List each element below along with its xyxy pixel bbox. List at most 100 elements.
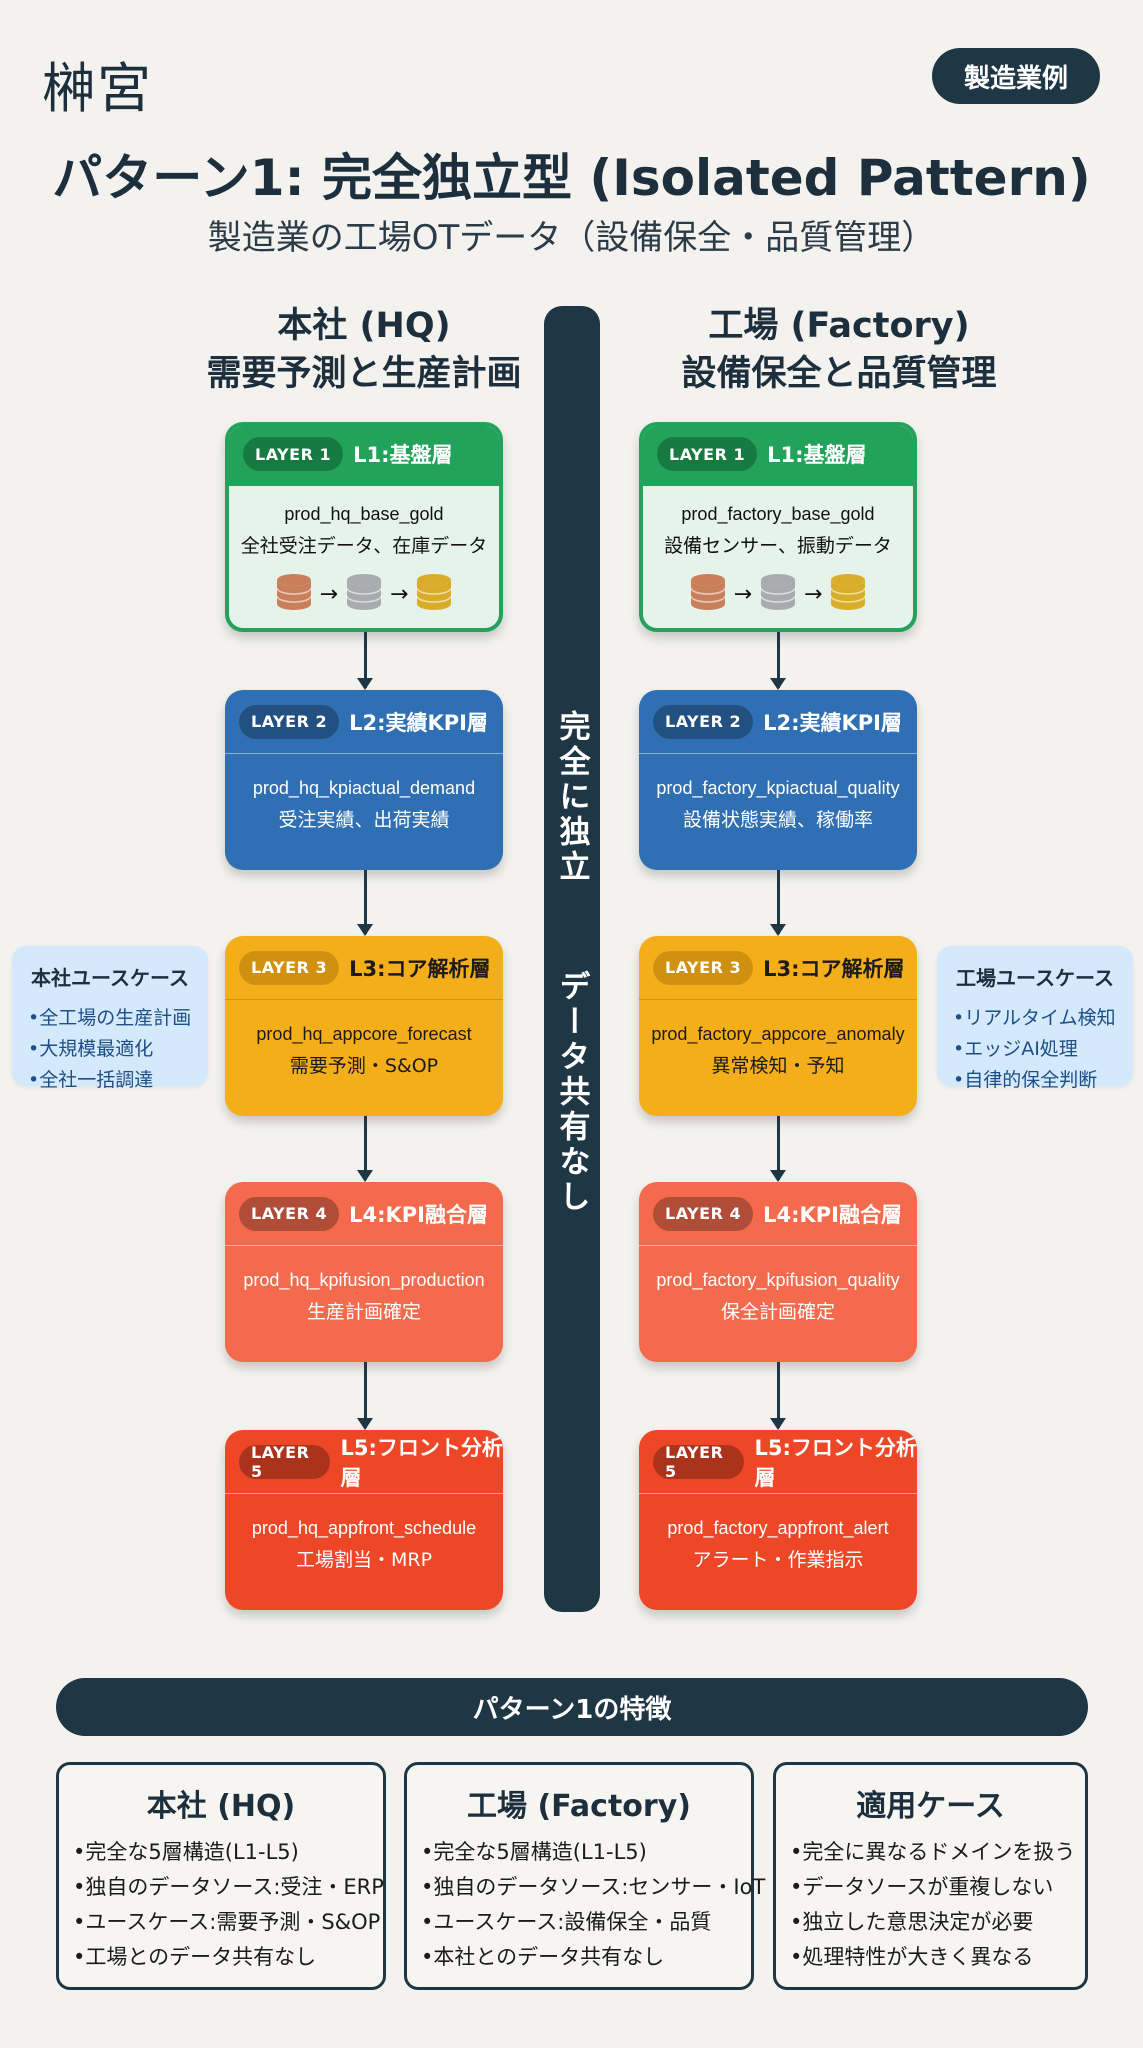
bronze-database-icon bbox=[689, 573, 726, 611]
layer-table-name: prod_factory_appcore_anomaly bbox=[651, 1024, 905, 1044]
layer-pill: LAYER 4 bbox=[239, 1196, 340, 1231]
divider-text-independent: 完全に独立 bbox=[553, 710, 590, 885]
layer-pill: LAYER 5 bbox=[239, 1443, 331, 1481]
card-title: 適用ケース bbox=[856, 1789, 1005, 1824]
layer-table-name: prod_factory_appfront_alert bbox=[667, 1518, 889, 1538]
card-item: •独自のデータソース:受注・ERP bbox=[73, 1875, 384, 1899]
left-heading-line2: 需要予測と生産計画 bbox=[206, 354, 522, 394]
layer-description: 保全計画確定 bbox=[720, 1301, 835, 1323]
card-title: 工場 (Factory) bbox=[467, 1789, 691, 1824]
layer-table-name: prod_hq_appcore_forecast bbox=[256, 1024, 472, 1044]
layer-name: L3:コア解析層 bbox=[763, 956, 905, 981]
layer-description: 需要予測・S&OP bbox=[289, 1055, 439, 1077]
page-subtitle: 製造業の工場OTデータ（設備保全・品質管理） bbox=[207, 218, 936, 258]
layer-name: L5:フロント分析層 bbox=[754, 1435, 917, 1490]
layer-pill: LAYER 2 bbox=[653, 704, 754, 739]
layer-description: 生産計画確定 bbox=[306, 1301, 421, 1323]
layer-name: L4:KPI融合層 bbox=[763, 1202, 902, 1227]
layer-name: L3:コア解析層 bbox=[349, 956, 491, 981]
usecase-title: 工場ユースケース bbox=[956, 966, 1114, 990]
layer-pill: LAYER 3 bbox=[239, 950, 340, 985]
silver-database-icon bbox=[346, 573, 382, 611]
left-connector-4-5 bbox=[357, 1362, 373, 1430]
layer-pill: LAYER 5 bbox=[653, 1443, 745, 1481]
card-item: •処理特性が大きく異なる bbox=[790, 1945, 1034, 1969]
right-connector-3-4 bbox=[770, 1116, 786, 1182]
arrow-right-icon: → bbox=[390, 581, 409, 607]
layer-pill: LAYER 2 bbox=[239, 704, 340, 739]
gold-database-icon bbox=[416, 573, 453, 611]
right-layer-1: LAYER 1 L1:基盤層 prod_factory_base_gold 設備… bbox=[639, 422, 917, 632]
layer-table-name: prod_hq_base_gold bbox=[284, 504, 444, 524]
left-column-heading: 本社 (HQ) 需要予測と生産計画 bbox=[144, 302, 584, 398]
layer-name: L1:基盤層 bbox=[353, 443, 453, 467]
right-connector-1-2 bbox=[770, 632, 786, 690]
hq-usecase-box: 本社ユースケース •全工場の生産計画 •大規模最適化 •全社一括調達 bbox=[12, 946, 208, 1091]
layer-table-name: prod_hq_kpifusion_production bbox=[243, 1270, 485, 1290]
layer-description: 設備センサー、振動データ bbox=[664, 535, 892, 557]
card-item: •完全に異なるドメインを扱う bbox=[790, 1840, 1076, 1864]
brand-logo-text: 榊宮 bbox=[42, 57, 152, 120]
usecase-item: •エッジAI処理 bbox=[953, 1038, 1078, 1060]
industry-tag: 製造業例 bbox=[932, 48, 1100, 104]
feature-card-factory: 工場 (Factory) •完全な5層構造(L1-L5) •独自のデータソース:… bbox=[404, 1762, 766, 1990]
page-title: パターン1: 完全独立型 (Isolated Pattern) bbox=[52, 149, 1091, 207]
right-column-heading: 工場 (Factory) 設備保全と品質管理 bbox=[619, 302, 1059, 398]
right-connector-4-5 bbox=[770, 1362, 786, 1430]
factory-usecase-box: 工場ユースケース •リアルタイム検知 •エッジAI処理 •自律的保全判断 bbox=[937, 946, 1133, 1091]
card-item: •ユースケース:設備保全・品質 bbox=[421, 1910, 712, 1934]
usecase-item: •全工場の生産計画 bbox=[28, 1007, 192, 1029]
layer-description: 工場割当・MRP bbox=[295, 1549, 433, 1571]
usecase-item: •全社一括調達 bbox=[28, 1069, 154, 1091]
right-layer-2: LAYER 2 L2:実績KPI層 prod_factory_kpiactual_… bbox=[639, 690, 917, 870]
arrow-right-icon: → bbox=[733, 581, 752, 607]
layer-name: L2:実績KPI層 bbox=[349, 710, 488, 735]
card-item: •独立した意思決定が必要 bbox=[790, 1910, 1034, 1934]
divider-text-no-sharing: データ共有なし bbox=[553, 970, 590, 1215]
layer-pill: LAYER 1 bbox=[657, 437, 758, 471]
card-item: •工場とのデータ共有なし bbox=[73, 1945, 317, 1969]
layer-name: L4:KPI融合層 bbox=[349, 1202, 488, 1227]
right-layer-3: LAYER 3 L3:コア解析層 prod_factory_appcore_ano… bbox=[639, 936, 917, 1116]
layer-description: 異常検知・予知 bbox=[711, 1055, 845, 1077]
layer-table-name: prod_hq_appfront_schedule bbox=[251, 1518, 477, 1538]
right-heading-line1: 工場 (Factory) bbox=[708, 306, 970, 346]
layer-pill: LAYER 4 bbox=[653, 1196, 754, 1231]
arrow-right-icon: → bbox=[804, 581, 823, 607]
layer-table-name: prod_hq_kpiactual_demand bbox=[252, 778, 476, 798]
layer-description: 全社受注データ、在庫データ bbox=[240, 535, 488, 557]
layer-table-name: prod_factory_kpiactual_quality bbox=[656, 778, 900, 798]
left-heading-line1: 本社 (HQ) bbox=[277, 306, 451, 346]
arrow-right-icon: → bbox=[319, 581, 338, 607]
medallion-flow: → → bbox=[643, 572, 913, 616]
left-connector-3-4 bbox=[357, 1116, 373, 1182]
layer-name: L5:フロント分析層 bbox=[340, 1435, 503, 1490]
left-layer-3: LAYER 3 L3:コア解析層 prod_hq_appcore_forecast… bbox=[225, 936, 503, 1116]
left-layer-4: LAYER 4 L4:KPI融合層 prod_hq_kpifusion_produ… bbox=[225, 1182, 503, 1362]
usecase-item: •リアルタイム検知 bbox=[953, 1007, 1116, 1029]
layer-description: 受注実績、出荷実績 bbox=[278, 809, 450, 831]
feature-card-applicable-cases: 適用ケース •完全に異なるドメインを扱う •データソースが重複しない •独立した… bbox=[773, 1762, 1088, 1990]
gold-database-icon bbox=[830, 573, 867, 611]
center-divider bbox=[544, 306, 600, 1612]
layer-description: アラート・作業指示 bbox=[692, 1549, 864, 1571]
usecase-title: 本社ユースケース bbox=[31, 966, 189, 990]
left-connector-1-2 bbox=[357, 632, 373, 690]
card-item: •データソースが重複しない bbox=[790, 1875, 1054, 1899]
card-item: •ユースケース:需要予測・S&OP bbox=[73, 1910, 381, 1934]
usecase-item: •自律的保全判断 bbox=[953, 1069, 1098, 1091]
layer-description: 設備状態実績、稼働率 bbox=[682, 809, 873, 831]
layer-name: L2:実績KPI層 bbox=[763, 710, 902, 735]
layer-table-name: prod_factory_base_gold bbox=[681, 504, 875, 524]
left-connector-2-3 bbox=[357, 870, 373, 936]
right-heading-line2: 設備保全と品質管理 bbox=[681, 354, 997, 394]
layer-table-name: prod_factory_kpifusion_quality bbox=[656, 1270, 900, 1290]
usecase-item: •大規模最適化 bbox=[28, 1038, 154, 1060]
layer-pill: LAYER 3 bbox=[653, 950, 754, 985]
right-layer-4: LAYER 4 L4:KPI融合層 prod_factory_kpifusion_… bbox=[639, 1182, 917, 1362]
left-layer-1: LAYER 1 L1:基盤層 prod_hq_base_gold 全社受注データ… bbox=[225, 422, 503, 632]
card-item: •独自のデータソース:センサー・IoT bbox=[421, 1875, 766, 1899]
card-title: 本社 (HQ) bbox=[146, 1789, 296, 1824]
